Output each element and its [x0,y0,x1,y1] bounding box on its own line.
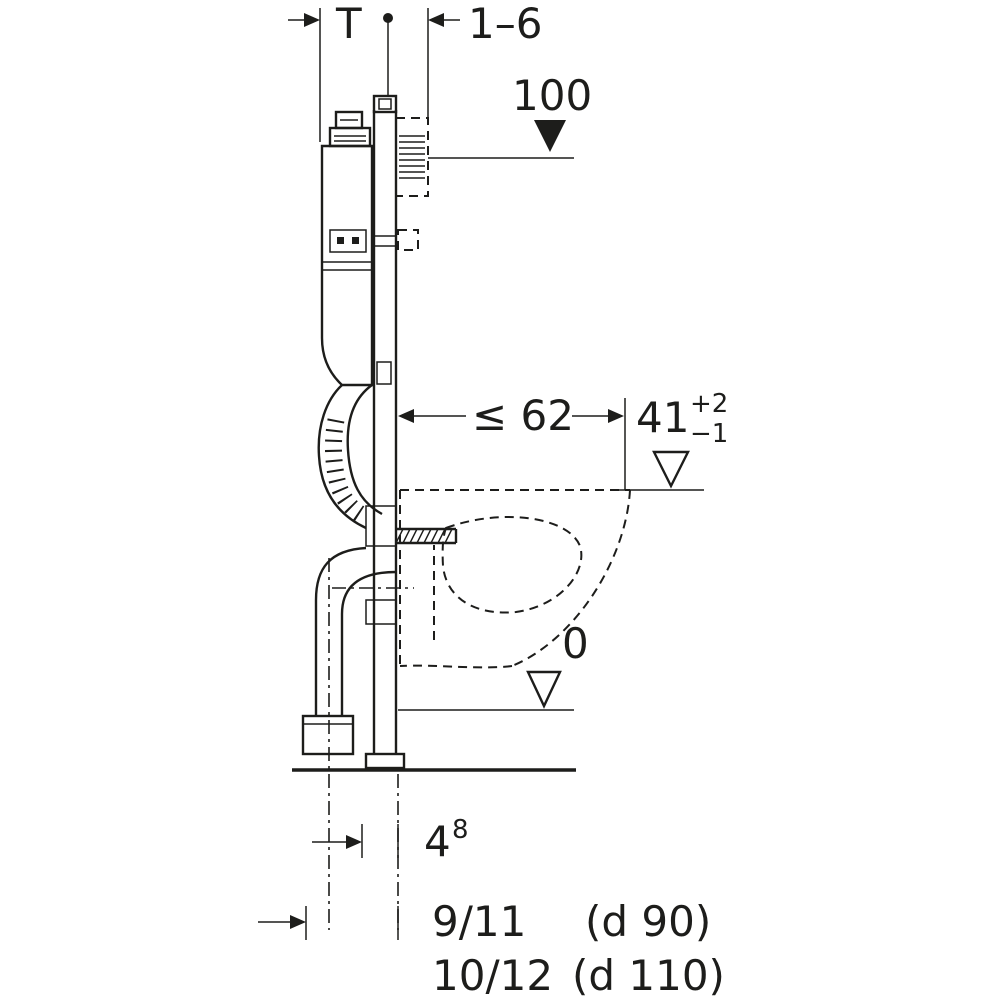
dimension-4-8: 4 8 [312,815,469,866]
label-drain-height-d110: 10/12 [432,951,553,1000]
drain-sleeve [301,714,355,756]
wall-bracket [397,229,419,251]
flush-plate-hatch [399,135,425,179]
label-outlet-offset-alt: 8 [452,815,469,845]
dimension-41: 41 +2 −1 [618,389,728,491]
level-100: 100 [428,71,592,159]
label-bowl-height: 41 [636,393,689,442]
corrugated-section [325,418,369,524]
frame-foot [364,752,406,770]
dimension-drain-90: 9/11 (d 90) [258,897,711,946]
level-marker-open [652,450,690,489]
cistern-body [320,144,374,387]
dimension-T: T [288,0,393,142]
bend-connector [365,505,397,547]
rod-hatch [395,528,453,544]
label-drain-note-d110: (d 110) [572,951,725,1000]
dimension-62: ≤ 62 [398,391,626,490]
label-drain-height-d90: 9/11 [432,897,526,946]
label-plate-distance: 1–6 [468,0,542,48]
cistern [320,110,374,387]
label-tol-minus: −1 [690,419,728,449]
label-drain-note-d90: (d 90) [585,897,711,946]
frame-rail [364,94,406,770]
cistern-bracket [329,229,367,253]
pipe-clamp [365,599,397,625]
level-marker-filled [534,120,566,152]
label-level-floor: 0 [562,619,589,668]
label-wall-thickness: T [335,0,362,48]
bowl-rim [441,516,583,614]
flush-plate [395,117,429,251]
flush-bend-pipe [317,384,397,547]
toilet-bowl-outline [399,489,631,669]
bowl-connector [395,527,458,545]
level-0: 0 [398,619,589,711]
label-max-depth: ≤ 62 [472,391,574,440]
label-tol-plus: +2 [690,389,728,419]
dimension-1-6: 1–6 [427,0,542,118]
drain-pipe [301,546,397,756]
dimension-drain-110: 10/12 (d 110) [432,951,725,1000]
level-marker-open-floor [526,670,562,709]
label-outlet-offset: 4 [424,817,451,866]
label-level-top: 100 [512,71,592,120]
